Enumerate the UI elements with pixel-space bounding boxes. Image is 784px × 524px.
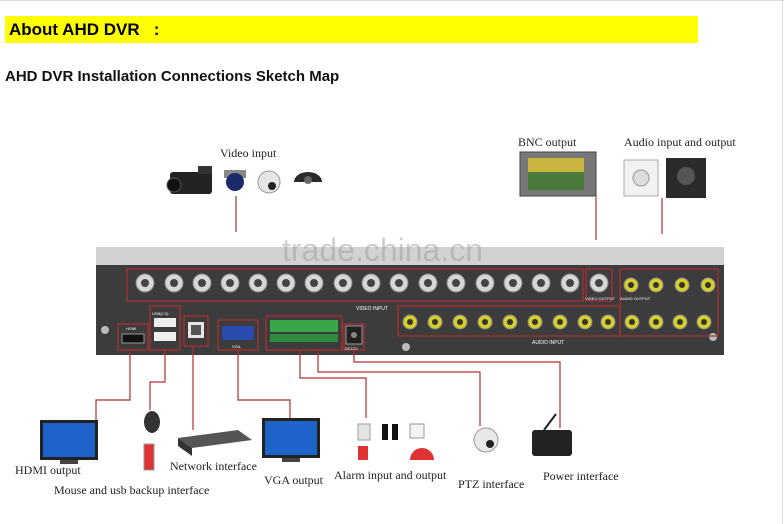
- label-video-input: Video input: [220, 146, 277, 160]
- panel-label-video-output: VIDEO OUTPUT: [585, 296, 616, 301]
- diagram-title: AHD DVR Installation Connections Sketch …: [5, 68, 340, 85]
- usb-stick-icon: [143, 443, 155, 471]
- power-jack: [345, 325, 363, 345]
- hdmi-port: [121, 333, 145, 344]
- bottom-leader-lines: [95, 346, 561, 430]
- network-switch-icon: [178, 430, 252, 456]
- label-network: Network interface: [170, 459, 257, 473]
- audio-input-rca-row: [402, 314, 712, 330]
- label-mouse-usb: Mouse and usb backup interface: [54, 483, 210, 497]
- label-ptz: PTZ interface: [458, 477, 525, 491]
- section-banner: About AHD DVR :: [5, 16, 698, 43]
- watermark: trade.china.cn: [282, 232, 484, 268]
- panel-label-audio-input: AUDIO INPUT: [532, 340, 564, 346]
- dome-camera-icon: [224, 170, 246, 191]
- right-border: [782, 0, 783, 524]
- top-border: [0, 0, 784, 1]
- speaker-icon: [623, 158, 706, 198]
- alarm-devices-icon: [357, 423, 434, 460]
- alarm-terminal-block: [270, 320, 338, 342]
- top-leader-lines: [235, 196, 663, 240]
- audio-output-rca: [623, 277, 716, 293]
- label-bnc-output: BNC output: [518, 135, 577, 149]
- bnc-monitor-icon: [519, 151, 597, 197]
- panel-label-video-input: VIDEO INPUT: [356, 306, 388, 312]
- vga-port: [222, 326, 254, 340]
- power-adapter-icon: [532, 413, 572, 456]
- label-audio-io: Audio input and output: [624, 135, 736, 149]
- ptz-camera-icon: [473, 427, 499, 453]
- label-alarm-io: Alarm input and output: [334, 468, 447, 482]
- label-hdmi-output: HDMI output: [15, 463, 81, 477]
- ceiling-dome-icon: [294, 172, 322, 184]
- speed-dome-icon: [257, 170, 281, 194]
- panel-label-hdmi: HDMI: [126, 326, 136, 331]
- ethernet-port: [188, 322, 204, 338]
- label-vga-output: VGA output: [264, 473, 324, 487]
- panel-label-power: DC12V: [345, 346, 358, 351]
- usb-ports: [154, 318, 176, 341]
- mouse-icon: [144, 411, 160, 433]
- camcorder-icon: [166, 166, 212, 194]
- panel-label-usb: USB(2.0): [152, 311, 169, 316]
- panel-label-vga: VGA: [232, 344, 241, 349]
- label-power: Power interface: [543, 469, 619, 483]
- hdmi-monitor-icon: [40, 420, 98, 464]
- panel-label-audio-output: AUDIO OUTPUT: [620, 296, 651, 301]
- video-input-bnc-row: [135, 273, 609, 293]
- vga-monitor-icon: [262, 418, 320, 462]
